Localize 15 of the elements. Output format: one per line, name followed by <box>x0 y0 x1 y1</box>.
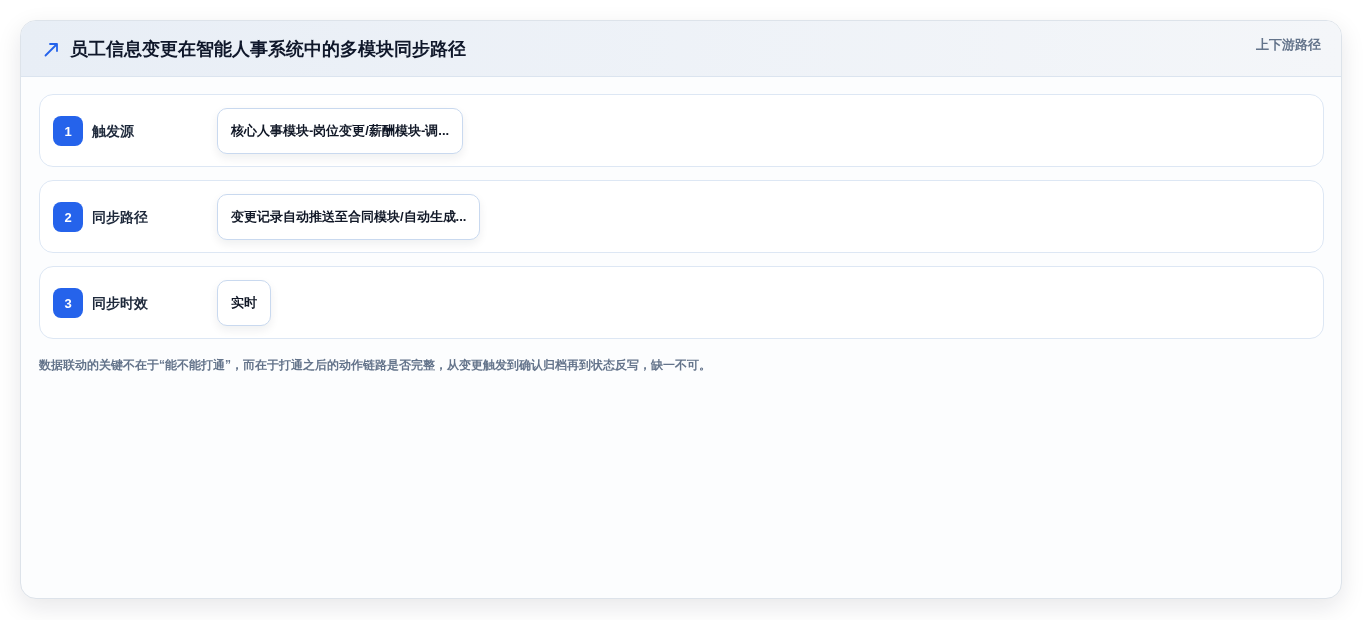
value-tag: 变更记录自动推送至合同模块/自动生成... <box>217 194 481 240</box>
diagram-title: 员工信息变更在智能人事系统中的多模块同步路径 <box>70 38 466 61</box>
value-tag: 实时 <box>217 280 271 326</box>
step-number-badge: 2 <box>53 202 83 232</box>
step-number-badge: 3 <box>53 288 83 318</box>
header-note: 上下游路径 <box>1256 36 1321 54</box>
step-label: 同步时效 <box>92 294 148 313</box>
value-tag: 核心人事模块-岗位变更/薪酬模块-调... <box>217 108 464 154</box>
step-label: 同步路径 <box>92 208 148 227</box>
footnote-text: 数据联动的关键不在于“能不能打通”，而在于打通之后的动作链路是否完整，从变更触发到确认归档再到状态反写，缺一不可。 <box>39 357 711 374</box>
step-label: 触发源 <box>92 122 134 141</box>
step-number-badge: 1 <box>53 116 83 146</box>
step-row-card <box>39 94 1324 167</box>
step-row-card <box>39 266 1324 339</box>
step-row-card <box>39 180 1324 253</box>
